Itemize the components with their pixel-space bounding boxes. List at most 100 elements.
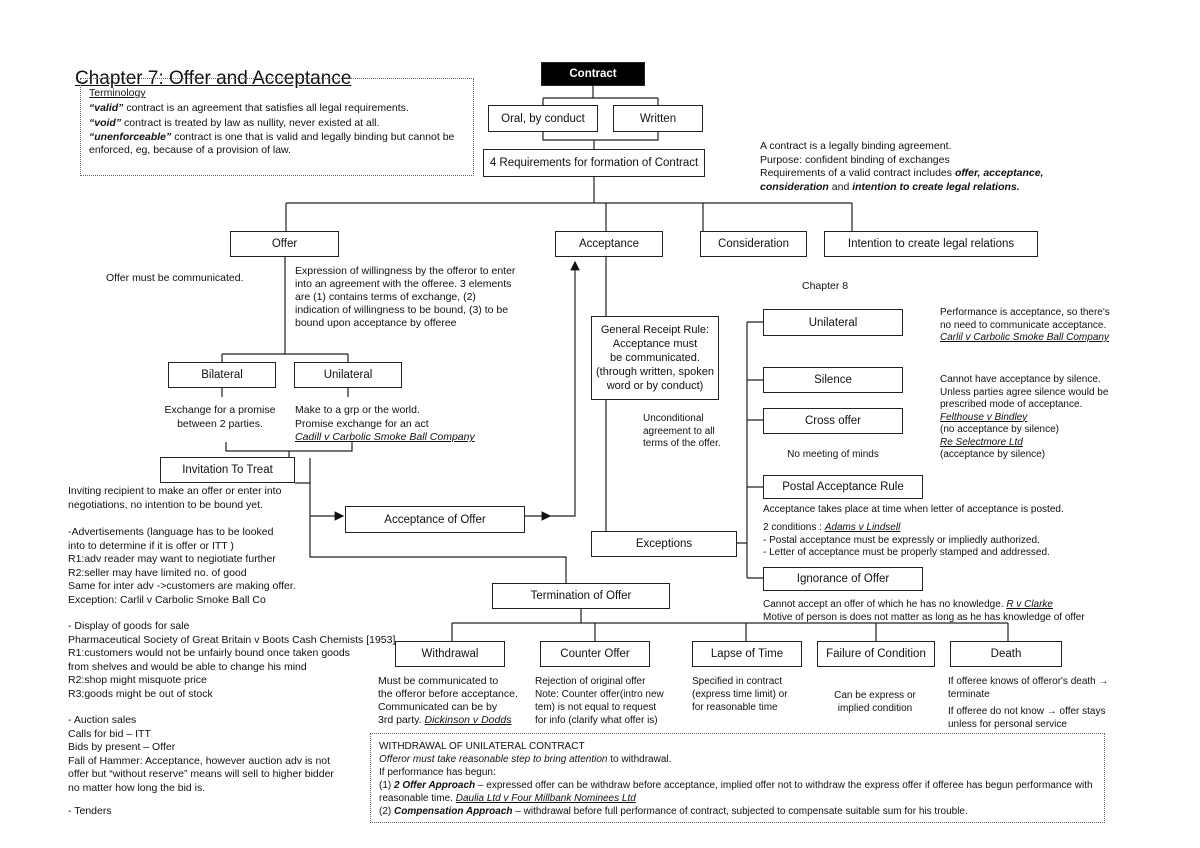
lapse-node: Lapse of Time xyxy=(692,641,802,667)
rule-text: Offeror must take reasonable step to bri… xyxy=(379,754,608,765)
valid-definition: “valid” contract is an agreement that sa… xyxy=(89,101,465,116)
withdrawal-rule: Offeror must take reasonable step to bri… xyxy=(379,753,1096,766)
postal-node: Postal Acceptance Rule xyxy=(763,475,923,499)
exceptions-node: Exceptions xyxy=(591,531,737,557)
unenforceable-term: “unenforceable” xyxy=(89,131,172,143)
itt-tenders: - Tenders xyxy=(68,805,112,817)
termination-branch-line xyxy=(451,609,1009,641)
failure-note: Can be express or implied condition xyxy=(834,690,916,714)
approach-text: – withdrawal before full performance of … xyxy=(512,806,968,817)
note-emphasis: intention to create legal relations. xyxy=(852,180,1020,193)
note-text: Cannot have acceptance by silence. Unles… xyxy=(940,374,1109,410)
bilateral-node: Bilateral xyxy=(168,362,276,388)
written-node: Written xyxy=(613,105,703,132)
approach-1: (1) 2 Offer Approach – expressed offer c… xyxy=(379,779,1096,805)
itt-node: Invitation To Treat xyxy=(160,457,295,483)
unilateral-acceptance-note: Performance is acceptance, so there's no… xyxy=(940,307,1140,345)
case-citation: Re Selectmore Ltd xyxy=(940,436,1023,448)
withdrawal-unilateral-box: WITHDRAWAL OF UNILATERAL CONTRACT Offero… xyxy=(370,733,1105,823)
requirements-branch-line xyxy=(285,177,853,231)
form-join-line xyxy=(542,132,659,149)
case-citation: Felthouse v Bindley xyxy=(940,411,1028,423)
itt-exit-line xyxy=(295,458,567,583)
itt-definition: Inviting recipient to make an offer or e… xyxy=(68,485,282,511)
note-emphasis: offer, acceptance, consideration xyxy=(760,167,1044,193)
postal-conditions: 2 conditions : Adams v Lindsell - Postal… xyxy=(763,522,1050,560)
unilateral-node: Unilateral xyxy=(294,362,402,388)
counter-offer-note: Rejection of original offer Note: Counte… xyxy=(535,676,664,726)
approach-text: – expressed offer can be withdraw before… xyxy=(379,780,1093,804)
case-citation: Carlil v Carbolic Smoke Ball Company xyxy=(940,332,1109,343)
withdrawal-unilateral-heading: WITHDRAWAL OF UNILATERAL CONTRACT xyxy=(379,741,585,752)
case-citation: Adams v Lindsell xyxy=(824,522,901,533)
oral-node: Oral, by conduct xyxy=(488,105,598,132)
unconditional-note: Unconditional agreement to all terms of … xyxy=(643,413,721,449)
itt-display: - Display of goods for sale Pharmaceutic… xyxy=(68,620,396,700)
approach-2: (2) Compensation Approach – withdrawal b… xyxy=(379,805,1096,818)
general-receipt-node: General Receipt Rule: Acceptance must be… xyxy=(591,316,719,400)
bilateral-desc: Exchange for a promise between 2 parties… xyxy=(164,404,276,430)
terminology-heading: Terminology xyxy=(89,87,146,99)
valid-text: contract is an agreement that satisfies … xyxy=(123,102,409,114)
lapse-note: Specified in contract (express time limi… xyxy=(692,676,788,713)
contract-node: Contract xyxy=(541,62,645,86)
void-text: contract is treated by law as nullity, n… xyxy=(121,117,380,129)
rule-text: to withdrawal. xyxy=(607,754,672,765)
itt-join-line xyxy=(225,442,353,457)
note-line: Requirements of a valid contract include… xyxy=(760,167,955,179)
requirements-node: 4 Requirements for formation of Contract xyxy=(483,149,705,177)
unilateral-text: Make to a grp or the world. Promise exch… xyxy=(295,404,429,430)
note-text: 2 conditions : xyxy=(763,522,825,533)
itt-auction: - Auction sales Calls for bid – ITT Bids… xyxy=(68,714,334,794)
failure-node: Failure of Condition xyxy=(817,641,935,667)
unilateral-case: Cadill v Carbolic Smoke Ball Company xyxy=(295,431,475,443)
unenforceable-text: contract is one that is valid and legall… xyxy=(89,131,455,156)
silence-node: Silence xyxy=(763,367,903,393)
note-text: (acceptance by silence) xyxy=(940,449,1046,460)
counter-offer-node: Counter Offer xyxy=(540,641,650,667)
to-acceptance-arrow xyxy=(550,260,580,517)
approach-number: (1) xyxy=(379,780,394,791)
valid-term: “valid” xyxy=(89,102,124,114)
approach-name: Compensation Approach xyxy=(394,806,513,817)
approach-number: (2) xyxy=(379,806,394,817)
note-line: and xyxy=(828,180,853,193)
offer-node: Offer xyxy=(230,231,339,257)
exceptions-bracket-line xyxy=(737,321,763,579)
note-text: Cannot accept an offer of which he has n… xyxy=(763,599,1007,610)
offer-communicated-note: Offer must be communicated. xyxy=(106,272,244,284)
termination-node: Termination of Offer xyxy=(492,583,670,609)
death-node: Death xyxy=(950,641,1062,667)
withdrawal-note: Must be communicated to the offeror befo… xyxy=(378,675,538,727)
exception-unilateral-node: Unilateral xyxy=(763,309,903,336)
withdrawal-node: Withdrawal xyxy=(395,641,505,667)
itt-advertisements: -Advertisements (language has to be look… xyxy=(68,526,296,606)
note-text: Must be communicated to the offeror befo… xyxy=(378,675,518,726)
void-definition: “void” contract is treated by law as nul… xyxy=(89,116,465,131)
case-citation: R v Clarke xyxy=(1006,599,1053,610)
note-text: - Postal acceptance must be expressly or… xyxy=(763,534,1050,559)
note-text: Performance is acceptance, so there's no… xyxy=(940,307,1110,331)
note-text: (no acceptance by silence) xyxy=(940,424,1059,435)
offer-definition: Expression of willingness by the offeror… xyxy=(295,265,516,329)
cross-offer-node: Cross offer xyxy=(763,408,903,434)
death-note-known: If offeree knows of offeror's death → te… xyxy=(948,676,1109,700)
unilateral-desc: Make to a grp or the world. Promise exch… xyxy=(295,404,515,445)
offer-branch-line xyxy=(221,257,349,362)
consideration-node: Consideration xyxy=(700,231,807,257)
silence-note: Cannot have acceptance by silence. Unles… xyxy=(940,374,1140,462)
case-citation: Daulia Ltd v Four Millbank Nominees Ltd xyxy=(455,793,636,804)
intention-node: Intention to create legal relations xyxy=(824,231,1038,257)
approach-name: 2 Offer Approach xyxy=(394,780,476,791)
chapter8-label: Chapter 8 xyxy=(802,280,849,292)
contract-branch-line xyxy=(542,86,659,105)
unenforceable-definition: “unenforceable” contract is one that is … xyxy=(89,131,465,157)
note-text: Motive of person is does not matter as l… xyxy=(763,612,1085,623)
ignorance-node: Ignorance of Offer xyxy=(763,567,923,591)
death-note-unknown: If offeree do not know → offer stays unl… xyxy=(948,706,1106,730)
void-term: “void” xyxy=(89,117,122,129)
performance-begun: If performance has begun: xyxy=(379,767,496,778)
note-line: Purpose: confident binding of exchanges xyxy=(760,153,950,166)
note-line: A contract is a legally binding agreemen… xyxy=(760,140,952,152)
